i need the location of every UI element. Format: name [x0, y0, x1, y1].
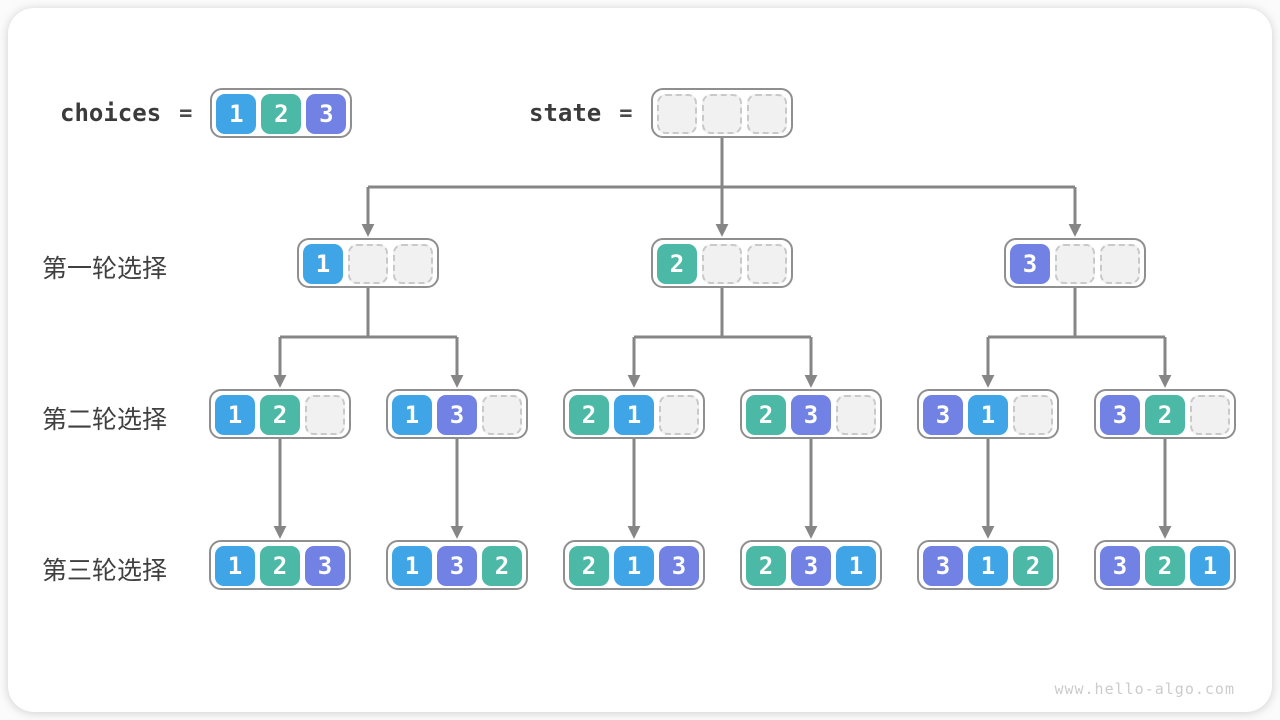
value-cell: 1 — [392, 395, 432, 435]
value-cell: 3 — [1010, 244, 1050, 284]
empty-cell — [659, 395, 699, 435]
value-cell: 3 — [1100, 546, 1140, 586]
value-cell: 2 — [746, 395, 786, 435]
value-cell: 2 — [261, 94, 302, 134]
value-cell: 2 — [569, 546, 609, 586]
state-equals-sign: = — [619, 100, 633, 126]
empty-cell — [482, 395, 522, 435]
value-cell: 1 — [968, 395, 1008, 435]
state-group: state = — [529, 88, 793, 138]
watermark: www.hello-algo.com — [1054, 680, 1235, 698]
value-cell: 1 — [614, 395, 654, 435]
empty-cell — [836, 395, 876, 435]
empty-cell — [656, 94, 697, 134]
value-cell: 3 — [437, 546, 477, 586]
value-cell: 1 — [303, 244, 343, 284]
empty-cell — [1100, 244, 1140, 284]
value-cell: 3 — [923, 395, 963, 435]
empty-cell — [305, 395, 345, 435]
row-label-round-2: 第二轮选择 — [42, 406, 168, 434]
value-cell: 1 — [392, 546, 432, 586]
value-cell: 3 — [306, 94, 347, 134]
state-array — [650, 88, 793, 138]
value-cell: 3 — [923, 546, 963, 586]
empty-cell — [701, 94, 742, 134]
value-cell: 1 — [1190, 546, 1230, 586]
row-label-round-3: 第三轮选择 — [42, 557, 168, 585]
value-cell: 2 — [482, 546, 522, 586]
empty-cell — [747, 244, 787, 284]
empty-cell — [1190, 395, 1230, 435]
value-cell: 2 — [1013, 546, 1053, 586]
value-cell: 1 — [215, 546, 255, 586]
empty-cell — [393, 244, 433, 284]
value-cell: 3 — [791, 546, 831, 586]
value-cell: 1 — [216, 94, 257, 134]
value-cell: 2 — [1145, 546, 1185, 586]
value-cell: 3 — [437, 395, 477, 435]
choices-label: choices — [60, 99, 162, 127]
value-cell: 3 — [659, 546, 699, 586]
choices-equals-sign: = — [179, 100, 193, 126]
value-cell: 3 — [305, 546, 345, 586]
empty-cell — [1013, 395, 1053, 435]
row-label-round-1: 第一轮选择 — [42, 255, 168, 283]
state-node-round1: 3 — [1004, 238, 1146, 288]
value-cell: 2 — [260, 395, 300, 435]
value-cell: 2 — [569, 395, 609, 435]
state-label: state — [529, 99, 602, 127]
value-cell: 3 — [791, 395, 831, 435]
state-node-round1: 1 — [297, 238, 439, 288]
state-node-round1: 2 — [651, 238, 793, 288]
empty-cell — [1055, 244, 1095, 284]
value-cell: 1 — [968, 546, 1008, 586]
value-cell: 2 — [260, 546, 300, 586]
empty-cell — [702, 244, 742, 284]
value-cell: 2 — [657, 244, 697, 284]
value-cell: 1 — [614, 546, 654, 586]
value-cell: 1 — [215, 395, 255, 435]
empty-cell — [348, 244, 388, 284]
value-cell: 1 — [836, 546, 876, 586]
value-cell: 2 — [746, 546, 786, 586]
empty-cell — [746, 94, 787, 134]
value-cell: 3 — [1100, 395, 1140, 435]
value-cell: 2 — [1145, 395, 1185, 435]
